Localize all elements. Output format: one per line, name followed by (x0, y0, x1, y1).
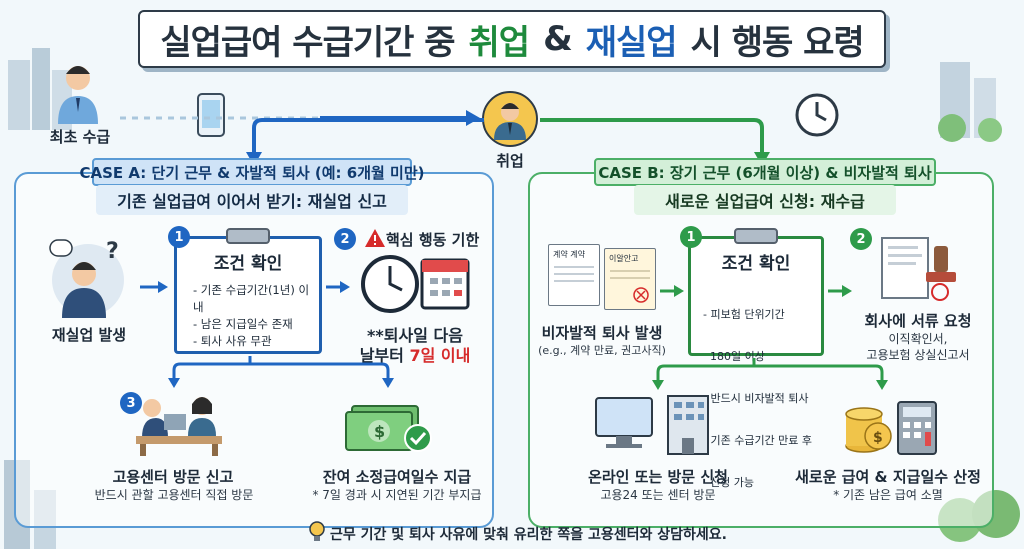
title-part5: 시 행동 요령 (690, 22, 865, 63)
case-b-apply-title: 온라인 또는 방문 신청 (588, 468, 728, 486)
case-b-request-desc1: 이직확인서, (888, 332, 948, 346)
list-item: - 피보험 단위기간 (703, 308, 785, 321)
case-b-subheader: 새로운 실업급여 신청: 재수급 (634, 185, 896, 215)
case-b-calc-desc: * 기존 남은 급여 소멸 (833, 488, 943, 502)
arrow-a-branch (168, 356, 394, 388)
case-a-subheader: 기존 실업급여 이어서 받기: 재실업 신고 (96, 185, 408, 215)
case-b-request-title: 회사에 서류 요청 (864, 312, 972, 330)
clipboard-clamp-icon (734, 228, 778, 244)
employment-label: 취업 (496, 152, 524, 170)
case-b-apply-desc: 고용24 또는 센터 방문 (600, 488, 716, 502)
case-a-visit-title: 고용센터 방문 신고 (112, 468, 234, 486)
step-number-badge: 2 (850, 228, 872, 250)
notice-document-icon: 이알안고 (604, 248, 656, 310)
case-a-deadline-line2: 날부터 7일 이내 (350, 342, 480, 366)
case-b-calc-title: 새로운 급여 & 지급일수 산정 (795, 468, 981, 486)
case-a-step0-label: 재실업 발생 (51, 326, 127, 344)
contract-doc-label: 계약 계약 (553, 250, 585, 259)
step-number-badge: 3 (120, 392, 142, 414)
svg-text:$: $ (374, 422, 385, 441)
case-a-deadline-heading: 핵심 행동 기한 (386, 231, 480, 249)
title-re-unemployment: 재실업 (585, 22, 678, 63)
case-a-header: CASE A: 단기 근무 & 자발적 퇴사 (예: 6개월 미만) (80, 158, 425, 186)
city-skyline-left (8, 48, 72, 130)
case-b-condition-clipboard: 조건 확인 - 피보험 단위기간 180일 이상 - 반드시 비자발적 퇴사 -… (688, 236, 824, 489)
title-employment: 취업 (468, 22, 531, 63)
case-a-condition-list: - 기존 수급기간(1년) 이내 - 남은 지급일수 존재 - 퇴사 사유 무관 (193, 282, 319, 350)
document-stamp-icon (881, 237, 956, 301)
step-number-badge: 1 (680, 226, 702, 248)
case-b-condition-title: 조건 확인 (721, 254, 791, 274)
deadline-highlight: 7일 이내 (409, 346, 471, 365)
case-a-payment-title: 잔여 소정급여일수 지급 (322, 468, 472, 486)
counseling-desk-icon (136, 397, 222, 456)
clock-top-icon (795, 93, 839, 137)
title-part1: 실업급여 수급기간 중 (160, 22, 455, 63)
case-a-payment-desc: * 7일 경과 시 지연된 기간 부지급 (312, 488, 482, 502)
case-b-request-desc2: 고용보험 상실신고서 (866, 348, 970, 362)
case-b-header: CASE B: 장기 근무 (6개월 이상) & 비자발적 퇴사 (594, 158, 936, 186)
arrow-a-1-2 (326, 281, 350, 293)
clipboard-clamp-icon (226, 228, 270, 244)
confused-person-icon: ? (49, 239, 124, 318)
computer-building-icon (595, 395, 709, 455)
arrow-b-branch (652, 358, 888, 390)
case-a-deadline-line1: **퇴사일 다음 (367, 326, 463, 345)
list-item: - 기존 수급기간(1년) 이내 (193, 283, 310, 314)
svg-text:$: $ (873, 430, 883, 446)
footer-note: 근무 기간 및 퇴사 사유에 맞춰 유리한 쪽을 고용센터와 상담하세요. (330, 527, 727, 543)
notice-doc-label: 이알안고 (609, 254, 639, 263)
case-a-condition-clipboard: 조건 확인 - 기존 수급기간(1년) 이내 - 남은 지급일수 존재 - 퇴사… (174, 236, 322, 354)
arrow-b-1-2 (828, 285, 852, 297)
deadline-prefix: 날부터 (359, 346, 404, 365)
case-b-step0-desc: (e.g., 계약 만료, 권고사직) (538, 344, 666, 357)
lightbulb-icon (309, 521, 325, 541)
arrow-b-0-1 (660, 285, 684, 297)
first-receipt-label: 최초 수급 (49, 128, 111, 146)
clock-calendar-icon (361, 255, 470, 313)
arrow-a-0-1 (140, 281, 168, 293)
list-item: 신청 가능 (703, 476, 754, 489)
list-item: 180일 이상 (703, 350, 765, 363)
phone-icon (197, 93, 225, 137)
warning-icon (365, 229, 385, 247)
case-b-step0-title: 비자발적 퇴사 발생 (541, 324, 663, 342)
list-item: - 퇴사 사유 무관 (193, 334, 272, 348)
case-a-visit-desc: 반드시 관할 고용센터 직접 방문 (94, 488, 254, 502)
list-item: - 남은 지급일수 존재 (193, 317, 293, 331)
svg-text:?: ? (106, 239, 119, 264)
title-ampersand: & (543, 19, 573, 59)
case-a-condition-title: 조건 확인 (213, 254, 283, 274)
employed-person-icon (482, 91, 538, 147)
coins-calculator-icon: $ (845, 401, 937, 455)
city-skyline-right (938, 62, 1002, 142)
main-title: 실업급여 수급기간 중 취업 & 재실업 시 행동 요령 (138, 10, 886, 68)
step-number-badge: 2 (334, 228, 356, 250)
contract-document-icon: 계약 계약 (548, 244, 600, 306)
step-number-badge: 1 (168, 226, 190, 248)
money-check-icon: $ (345, 405, 432, 452)
person-first-receipt-icon (58, 66, 98, 124)
